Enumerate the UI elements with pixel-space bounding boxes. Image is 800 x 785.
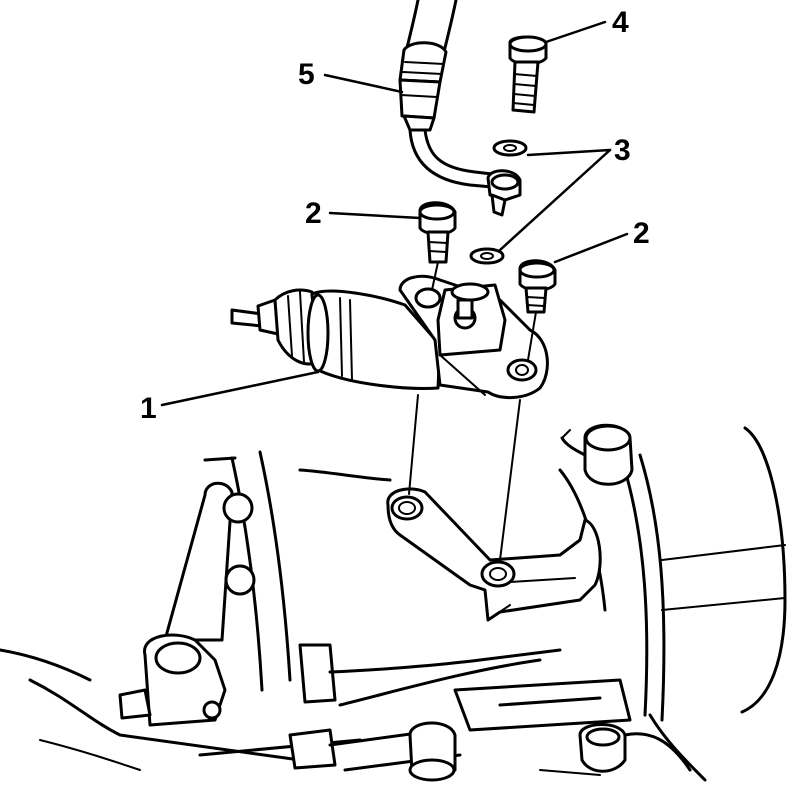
callout-number: 2 xyxy=(305,197,322,230)
callout-number: 2 xyxy=(633,217,650,250)
callout-4: 4 xyxy=(544,6,629,44)
mounting-bolt-right xyxy=(518,259,557,361)
transmission-housing xyxy=(0,423,787,782)
callout-number: 3 xyxy=(614,134,631,167)
callout-number: 4 xyxy=(612,6,629,39)
clutch-slave-cylinder xyxy=(230,274,549,399)
callout-number: 5 xyxy=(298,58,315,91)
callout-number: 1 xyxy=(140,392,157,425)
callout-2-left: 2 xyxy=(305,197,422,230)
callout-1: 1 xyxy=(140,370,320,425)
callout-5: 5 xyxy=(298,58,404,94)
release-fork-bracket xyxy=(386,487,602,622)
callout-3: 3 xyxy=(498,134,631,252)
callout-2-right: 2 xyxy=(553,217,650,264)
alignment-lines xyxy=(408,394,521,561)
mounting-bolt-left xyxy=(418,201,457,291)
union-bolt xyxy=(508,35,548,114)
copper-gaskets xyxy=(469,139,528,265)
clutch-hose-assembly xyxy=(398,0,522,217)
